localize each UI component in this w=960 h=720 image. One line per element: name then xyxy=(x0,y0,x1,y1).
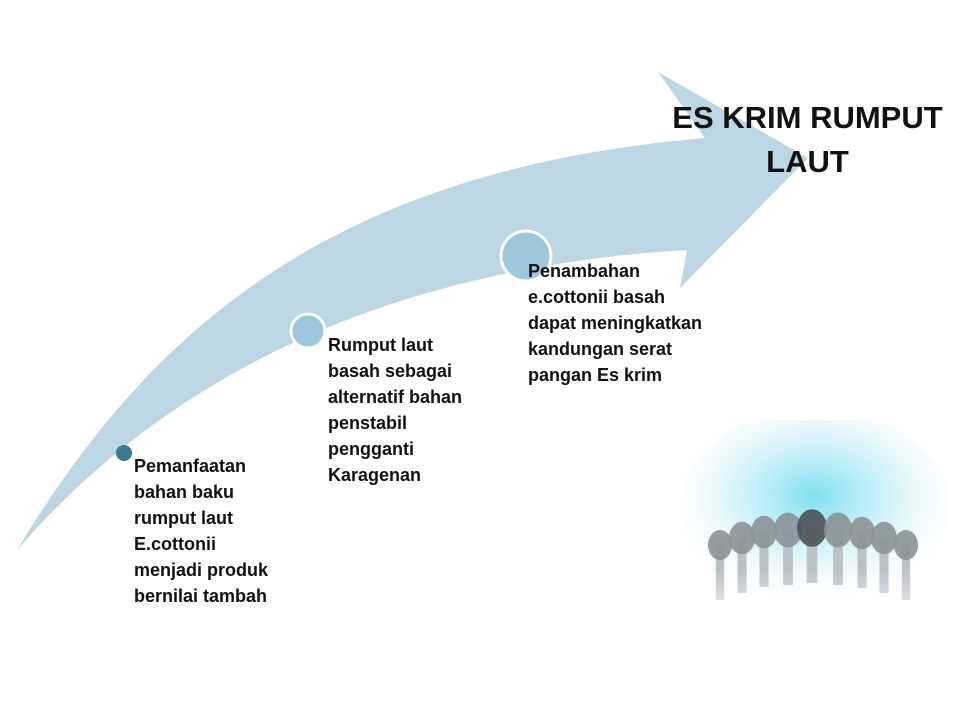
step-1-label: Pemanfaatan bahan baku rumput laut E.cot… xyxy=(134,456,269,606)
step-3-node xyxy=(499,229,553,283)
microphone-icon xyxy=(680,410,950,630)
arrow-body xyxy=(17,72,808,550)
step-2-node xyxy=(289,312,327,350)
diagram-title: ES KRIM RUMPUT LAUT xyxy=(672,100,943,179)
step-3-label: Penambahan e.cottonii basah dapat mening… xyxy=(528,261,703,385)
microphones-photo xyxy=(680,410,950,630)
step-2-label: Rumput laut basah sebagai alternatif bah… xyxy=(328,335,463,485)
step-1-node xyxy=(116,445,132,461)
